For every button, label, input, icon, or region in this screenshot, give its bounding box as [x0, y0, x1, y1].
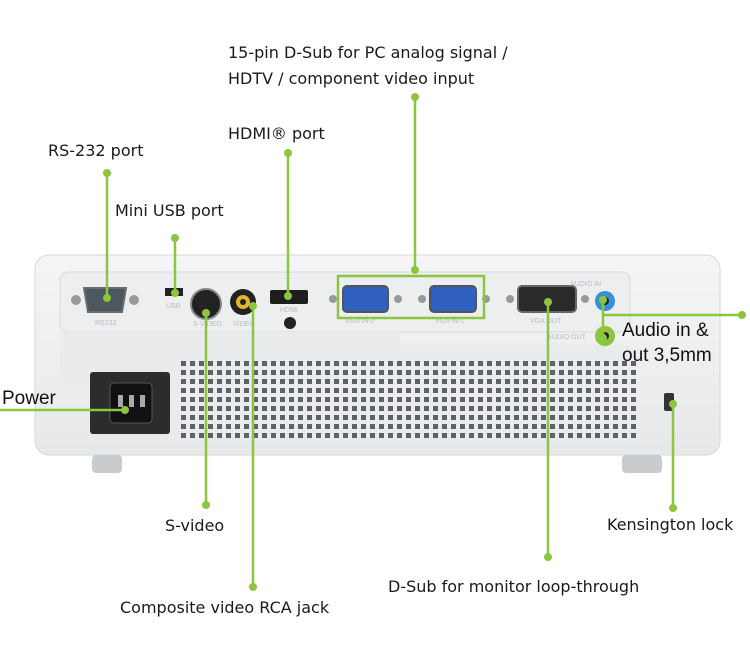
svg-text:HDMI® port: HDMI® port [228, 124, 325, 143]
svg-text:out 3,5mm: out 3,5mm [622, 345, 712, 366]
svg-text:VGA IN-1: VGA IN-1 [435, 318, 465, 325]
callout-mini-usb: Mini USB port [115, 201, 224, 297]
svg-text:Power: Power [2, 388, 57, 409]
callout-audio: Audio in & out 3,5mm [599, 296, 746, 366]
svg-text:VIDEO: VIDEO [233, 321, 255, 328]
svg-text:Mini USB port: Mini USB port [115, 201, 224, 220]
callout-power: Power [0, 388, 129, 414]
svideo-port: S-VIDEO [190, 288, 222, 328]
video-rca-port: VIDEO [230, 289, 256, 328]
svg-text:Audio in &: Audio in & [622, 320, 709, 341]
svg-text:RS232: RS232 [95, 320, 117, 327]
svg-text:HDTV / component video input: HDTV / component video input [228, 69, 474, 88]
svg-text:Composite video RCA jack: Composite video RCA jack [120, 598, 330, 617]
callout-composite: Composite video RCA jack [120, 302, 330, 617]
vga-in-2-port: VGA IN-2 [329, 285, 402, 325]
callout-kensington: Kensington lock [607, 400, 734, 534]
svg-text:S-video: S-video [165, 516, 224, 535]
svg-text:RS-232 port: RS-232 port [48, 141, 143, 160]
svg-text:VGA OUT: VGA OUT [530, 318, 562, 325]
svg-text:HDMI: HDMI [280, 307, 298, 314]
svg-text:15-pin D-Sub for PC analog sig: 15-pin D-Sub for PC analog signal / [228, 43, 508, 62]
callout-dsub-loop: D-Sub for monitor loop-through [388, 298, 639, 596]
vent-grille [180, 360, 640, 440]
callout-dsub-pc: 15-pin D-Sub for PC analog signal / HDTV… [228, 43, 508, 320]
svg-text:AUDIO IN: AUDIO IN [570, 281, 601, 288]
callout-svideo: S-video [165, 309, 224, 535]
callout-hdmi: HDMI® port [228, 124, 325, 300]
svg-text:VGA IN-2: VGA IN-2 [345, 318, 375, 325]
svg-text:USB: USB [166, 303, 181, 310]
svg-text:D-Sub for monitor loop-through: D-Sub for monitor loop-through [388, 577, 639, 596]
callout-rs232: RS-232 port [48, 141, 143, 302]
svg-text:AUDIO OUT: AUDIO OUT [547, 334, 587, 341]
svg-text:S-VIDEO: S-VIDEO [193, 321, 222, 328]
svg-text:Kensington lock: Kensington lock [607, 515, 734, 534]
